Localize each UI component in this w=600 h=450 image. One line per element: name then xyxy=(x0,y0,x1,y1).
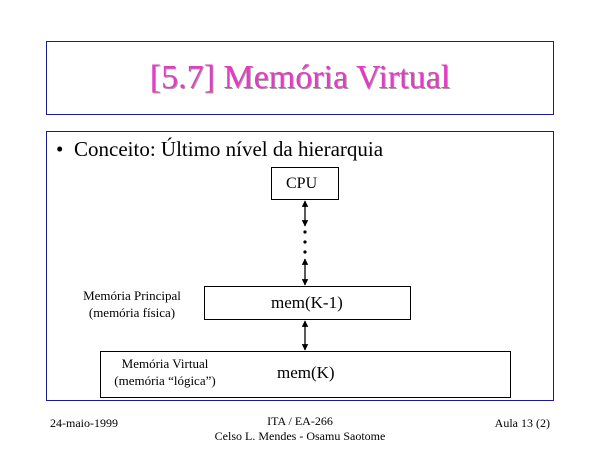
footer-course-name: ITA / EA-266 xyxy=(267,414,333,428)
mem-k-label: mem(K) xyxy=(277,363,335,382)
ellipsis-dot xyxy=(303,250,307,254)
virtual-memory-caption: Memória Virtual (memória “lógica”) xyxy=(100,355,230,389)
footer-authors: Celso L. Mendes - Osamu Saotome xyxy=(214,429,386,443)
main-memory-caption-line2: (memória física) xyxy=(88,305,176,320)
bullet-icon: • xyxy=(56,137,64,161)
ellipsis-dot xyxy=(303,230,307,234)
main-memory-caption-line1: Memória Principal xyxy=(83,288,181,303)
content-frame xyxy=(46,131,554,401)
bullet-item: • Conceito: Último nível da hierarquia xyxy=(56,137,383,162)
bullet-text: Conceito: Último nível da hierarquia xyxy=(74,137,384,161)
mem-k-minus-1-label: mem(K-1) xyxy=(271,293,343,312)
virtual-memory-caption-line1: Memória Virtual xyxy=(121,356,209,371)
footer-date: 24-maio-1999 xyxy=(50,416,118,430)
slide-title: [5.7] Memória Virtual xyxy=(149,59,451,96)
title-frame: [5.7] Memória Virtual xyxy=(46,41,554,115)
virtual-memory-box xyxy=(100,351,511,398)
virtual-memory-caption-line2: (memória “lógica”) xyxy=(114,373,216,388)
main-memory-caption: Memória Principal (memória física) xyxy=(68,287,196,321)
ellipsis-dot xyxy=(303,240,307,244)
cpu-label: CPU xyxy=(286,175,318,192)
footer-lesson: Aula 13 (2) xyxy=(494,416,550,430)
footer-course: ITA / EA-266 Celso L. Mendes - Osamu Sao… xyxy=(200,414,400,444)
main-memory-box xyxy=(204,286,411,320)
cpu-box xyxy=(271,167,339,200)
